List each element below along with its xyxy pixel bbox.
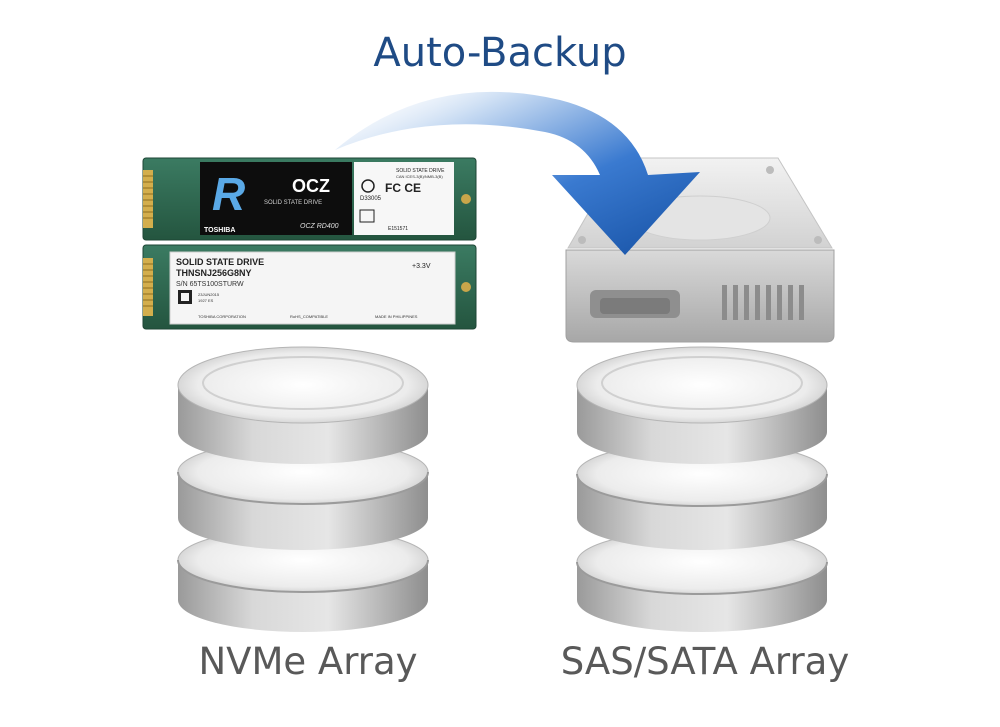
ssd2-lot: 1927 ES: [198, 298, 214, 303]
ocz-brand: OCZ: [292, 176, 330, 196]
nvme-array-label: NVMe Array: [198, 640, 418, 683]
nvme-disk-1: [177, 346, 429, 464]
ssd2-footer-mid: RoHS_COMPATIBLE: [290, 314, 328, 319]
ssd-ocz-rd400: R OCZ SOLID STATE DRIVE OCZ RD400 TOSHIB…: [142, 157, 477, 241]
sas-disk-1: [576, 346, 828, 464]
ssd2-voltage: +3.3V: [412, 263, 431, 270]
ssd2-line1: SOLID STATE DRIVE: [176, 257, 264, 267]
cert-code: D33005: [360, 196, 382, 202]
sas-array-label: SAS/SATA Array: [560, 640, 850, 683]
nvme-array-icon: [177, 346, 429, 632]
cert-id: E151571: [388, 226, 408, 232]
sas-disk-3: [576, 529, 828, 632]
ssd2-date: 23JUN2015: [198, 292, 220, 297]
ssd2-line3: S/N 65TS100STURW: [176, 281, 244, 288]
ssd-toshiba: SOLID STATE DRIVE THNSNJ256G8NY S/N 65TS…: [142, 244, 477, 330]
backup-arrow-icon: [335, 91, 700, 255]
ssd2-line2: THNSNJ256G8NY: [176, 268, 252, 278]
ocz-model: OCZ RD400: [300, 223, 339, 230]
diagram-title: Auto-Backup: [373, 30, 627, 76]
ssd2-footer-right: MADE IN PHILIPPINES: [375, 314, 418, 319]
ocz-maker: TOSHIBA: [204, 227, 235, 234]
cert-header: SOLID STATE DRIVE: [396, 168, 445, 174]
ssd2-footer-left: TOSHIBA CORPORATION: [198, 314, 246, 319]
sas-array-icon: [576, 346, 828, 632]
cert-text: CAN ICES-3(B)/NMB-3(B): [396, 174, 443, 179]
ocz-r-logo: R: [212, 168, 245, 220]
cert-marks: FC CE: [385, 181, 421, 195]
ocz-subtitle: SOLID STATE DRIVE: [264, 200, 322, 206]
